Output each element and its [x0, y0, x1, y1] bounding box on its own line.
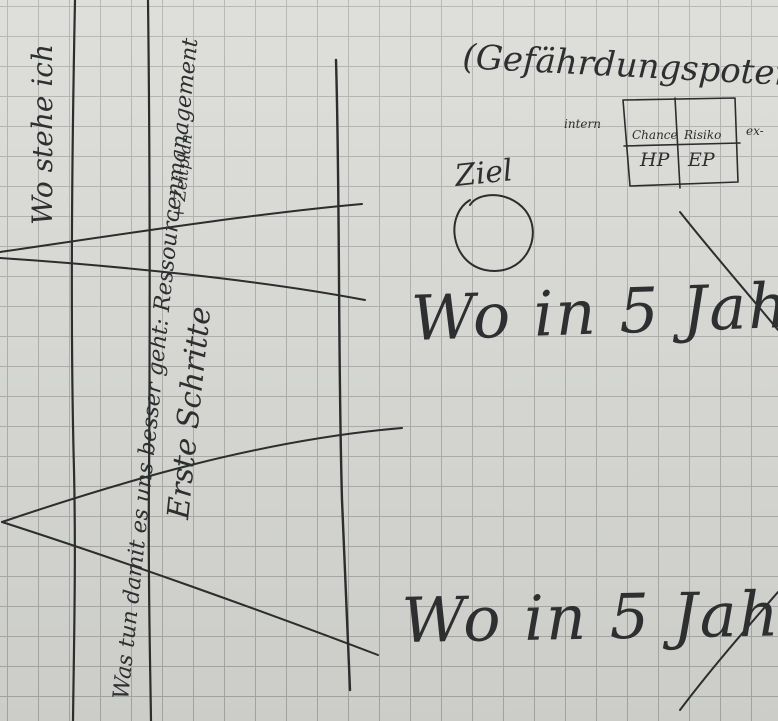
upper-arrow-line-bottom — [0, 257, 366, 301]
lower-wedge-bottom — [1, 521, 379, 656]
risk-matrix: intern ex- Chance Risiko HP EP — [564, 97, 764, 189]
goal-circle — [453, 194, 534, 272]
right-vertical-line — [334, 58, 352, 692]
diagonal-line-upper — [679, 211, 778, 331]
lower-wedge-top — [1, 427, 403, 523]
goal-label: Ziel — [452, 153, 514, 194]
where-i-stand: Wo stehe ich — [26, 44, 59, 225]
five-years-lower: Wo in 5 Jahren — [401, 575, 778, 657]
matrix-cell-hp: HP — [639, 149, 671, 171]
matrix-cell-ep: EP — [687, 149, 716, 171]
heading-text: (Gefährdungspotentia — [462, 37, 778, 97]
left-vertical-line — [70, 0, 77, 721]
upper-arrow-line-top — [0, 203, 363, 253]
matrix-cell-chance: Chance — [632, 128, 678, 142]
matrix-col-label: ex- — [746, 124, 764, 138]
five-years-upper: Wo in 5 Jahren — [410, 265, 778, 355]
middle-vertical-line — [146, 0, 153, 721]
matrix-row-label: intern — [564, 117, 601, 131]
matrix-cell-risiko: Risiko — [683, 128, 721, 142]
diagonal-line-lower — [679, 591, 778, 711]
